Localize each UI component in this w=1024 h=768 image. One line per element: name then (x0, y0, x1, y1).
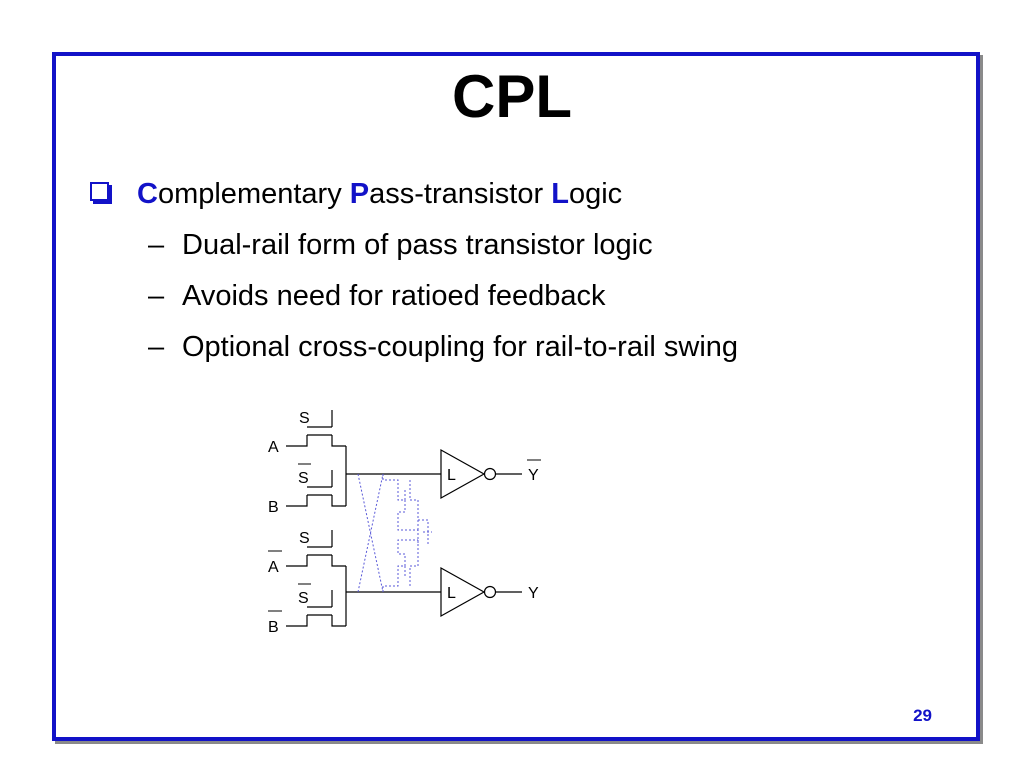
dash-marker: – (148, 280, 165, 312)
input-label-b-bar: B (268, 619, 279, 636)
inverter-label-l: L (447, 467, 456, 484)
sub-bullet: –Optional cross-coupling for rail-to-rai… (148, 331, 738, 364)
inverter-top-bubble (483, 467, 497, 481)
select-label-s: S (299, 530, 310, 547)
bullet-text-part: ogic (568, 178, 623, 210)
main-bullet: Complementary Pass-transistor Logic (90, 178, 622, 211)
sub-bullet-text: Dual-rail form of pass transistor logic (182, 229, 653, 261)
output-label-y-bar: Y (528, 467, 539, 484)
output-label-y: Y (528, 585, 539, 602)
page-number: 29 (913, 706, 932, 725)
sub-bullet-text: Optional cross-coupling for rail-to-rail… (182, 331, 739, 363)
sub-bullet: –Dual-rail form of pass transistor logic (148, 229, 653, 262)
inverters (440, 448, 522, 618)
sub-bullet-text: Avoids need for ratioed feedback (182, 280, 606, 312)
cross-coupling-pmos (357, 473, 432, 593)
inverter-bottom-bubble (483, 585, 497, 599)
select-label-s-bar: S (298, 590, 309, 607)
bullet-text-part: ass-transistor (369, 178, 552, 210)
inverter-label-l: L (447, 585, 456, 602)
inverter-bottom (440, 566, 486, 618)
overbars (268, 459, 541, 612)
checkbox-bullet-icon (90, 182, 109, 201)
select-label-s: S (299, 410, 310, 427)
input-label-b: B (268, 499, 279, 516)
top-pass-network (286, 410, 441, 507)
dash-marker: – (148, 331, 165, 363)
bottom-pass-network (286, 530, 441, 627)
input-label-a: A (268, 439, 279, 456)
acronym-letter-p: P (349, 178, 370, 210)
slide-title: CPL (452, 63, 572, 130)
acronym-letter-c: C (137, 178, 158, 210)
inverter-top (440, 448, 486, 500)
dash-marker: – (148, 229, 165, 261)
bullet-text-part: omplementary (157, 178, 350, 210)
slide-frame (52, 52, 980, 741)
sub-bullet: –Avoids need for ratioed feedback (148, 280, 605, 313)
acronym-letter-l: L (551, 178, 569, 210)
input-label-a-bar: A (268, 559, 279, 576)
select-label-s-bar: S (298, 470, 309, 487)
